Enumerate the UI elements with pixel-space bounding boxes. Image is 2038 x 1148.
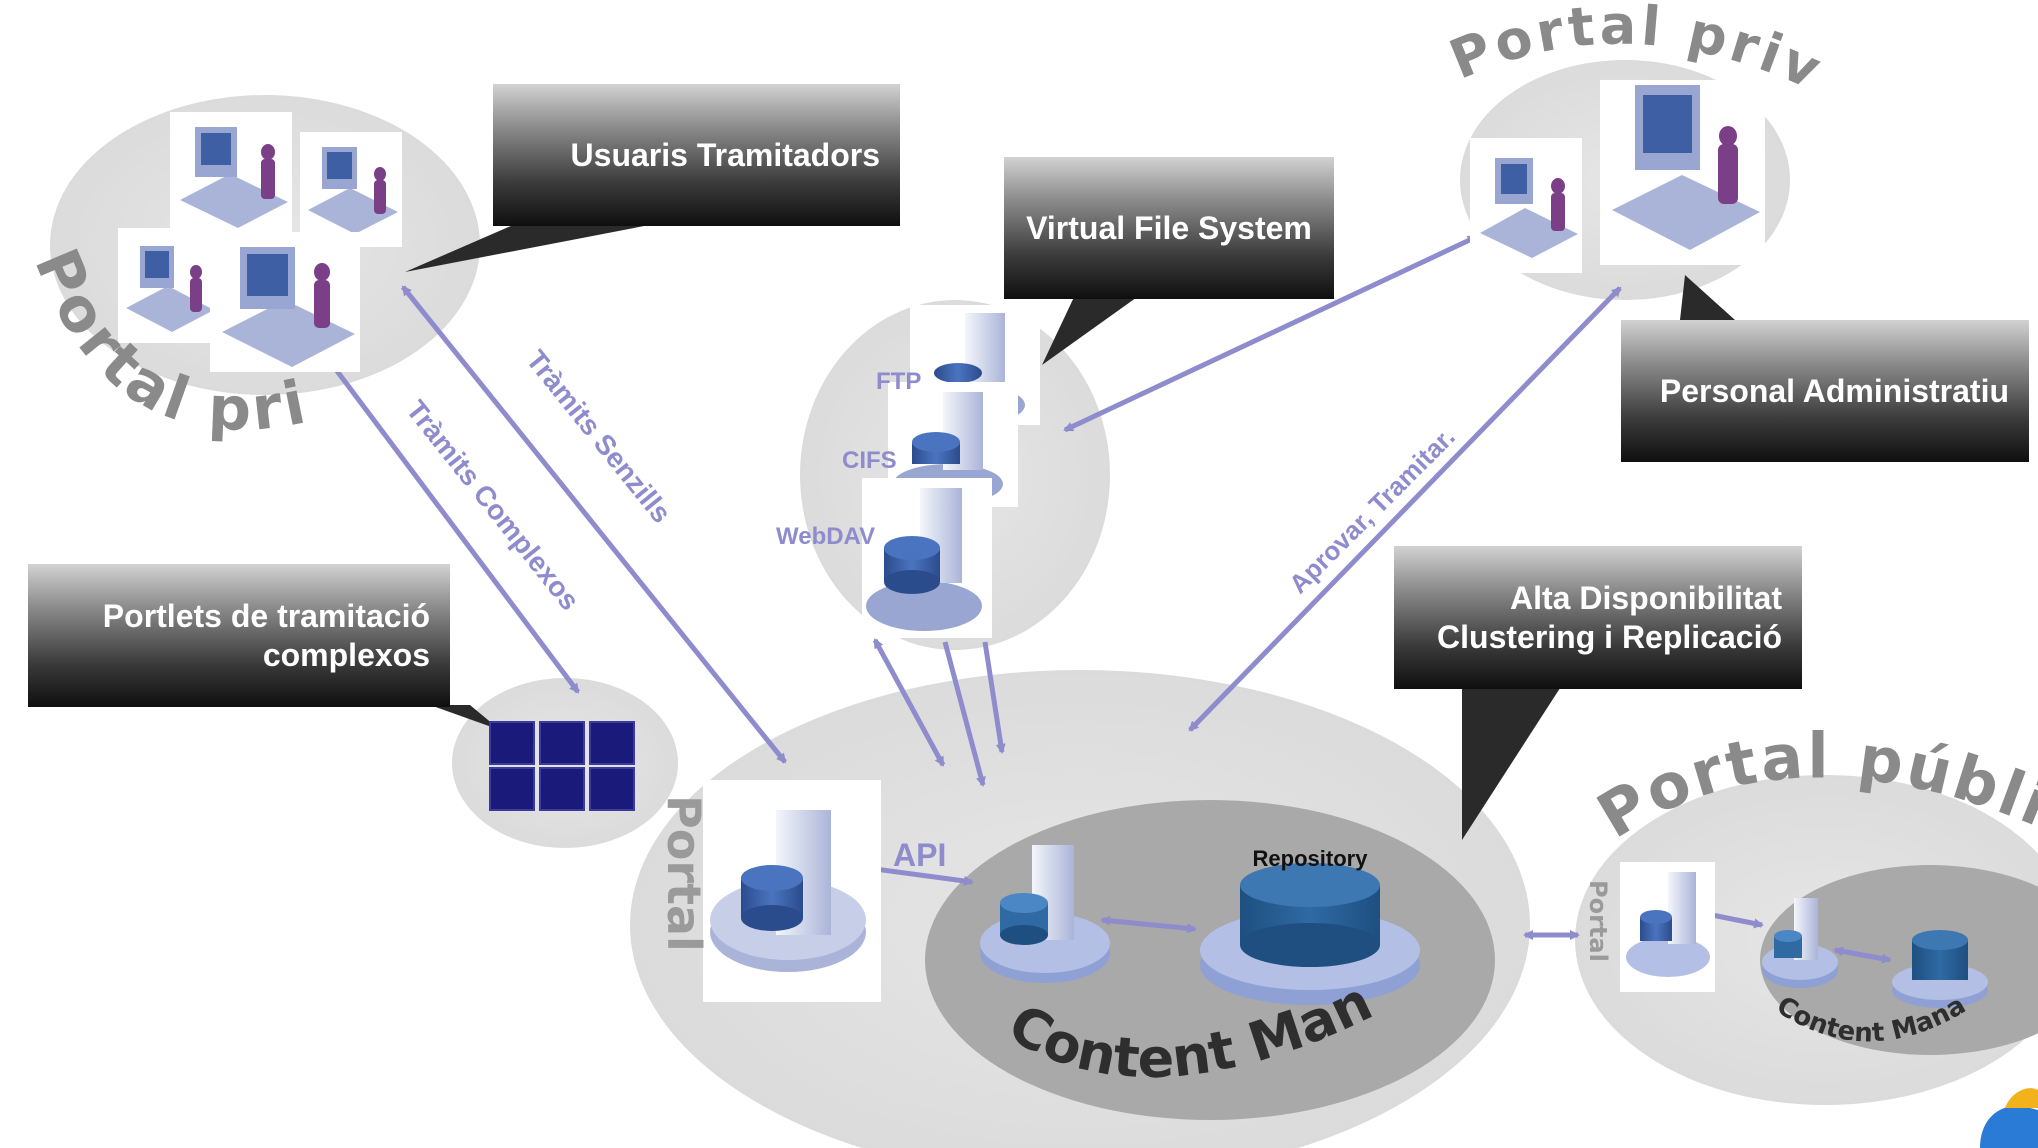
virtual-file-system-callout: Virtual File System [1004, 157, 1334, 299]
workstation-icon [1600, 80, 1765, 265]
portlets-text-line1: Portlets de tramitació [102, 597, 430, 634]
cm-server-icon [980, 845, 1110, 983]
corner-logo-icon [1980, 1088, 2038, 1148]
arrow-tramits-senzills [401, 285, 787, 764]
workstation-icon [118, 228, 218, 343]
workstation-icon [300, 132, 402, 247]
portal-small-title: Portal [1584, 880, 1612, 962]
arrow-aprovar [1188, 286, 1622, 732]
public-cm-server-icon [1762, 898, 1838, 988]
arrow-cifs-portal [942, 641, 986, 787]
usuaris-tramitadors-text: Usuaris Tramitadors [570, 136, 880, 173]
vfs-callout-tail [1042, 295, 1140, 365]
personal-administratiu-callout: Personal Administratiu [1621, 320, 2029, 462]
portlets-text-line2: complexos [262, 636, 430, 673]
arrow-public-cm-repo [1833, 946, 1892, 964]
alta-disponibilitat-callout: Alta Disponibilitat Clustering i Replica… [1394, 546, 1802, 689]
usuaris-callout-tail [405, 222, 665, 272]
content-manager-small-zone [1760, 865, 2038, 1055]
protocol-label-webdav: WebDAV [776, 523, 875, 550]
vfs-server-stack [862, 305, 1040, 638]
alta-text-line2: Clustering i Replicació [1437, 618, 1782, 655]
public-repository-db-icon [1892, 930, 1988, 1008]
protocol-label-ftp: FTP [876, 368, 921, 395]
arrow-ftp-portal [982, 641, 1006, 754]
portal-center-title: Portal [657, 795, 711, 952]
portlets-grid-icon [489, 721, 635, 811]
portal-server-icon [703, 780, 881, 1002]
workstation-group-left [118, 112, 402, 372]
portlets-callout: Portlets de tramitació complexos [28, 564, 450, 707]
protocol-label-cifs: CIFS [842, 447, 897, 474]
workstation-group-right [1470, 80, 1765, 273]
repository-label: Repository [1253, 846, 1369, 871]
personal-callout-tail [1680, 275, 1735, 320]
arrow-webdav-portal [872, 638, 946, 767]
server-icon-webdav [862, 478, 992, 638]
virtual-file-system-text: Virtual File System [1026, 209, 1312, 246]
public-portal-server-icon [1620, 862, 1715, 992]
arrow-cm-repository [1100, 915, 1197, 934]
workstation-icon [170, 112, 292, 240]
tramits-senzills-label: Tràmits Senzills [520, 344, 677, 528]
alta-callout-tail [1462, 685, 1562, 840]
usuaris-tramitadors-callout: Usuaris Tramitadors [493, 84, 900, 226]
workstation-icon [1470, 138, 1582, 273]
personal-administratiu-text: Personal Administratiu [1659, 372, 2009, 409]
workstation-icon [210, 232, 360, 372]
api-label: API [893, 837, 946, 873]
alta-text-line1: Alta Disponibilitat [1510, 579, 1782, 616]
repository-db-icon [1200, 863, 1420, 1005]
